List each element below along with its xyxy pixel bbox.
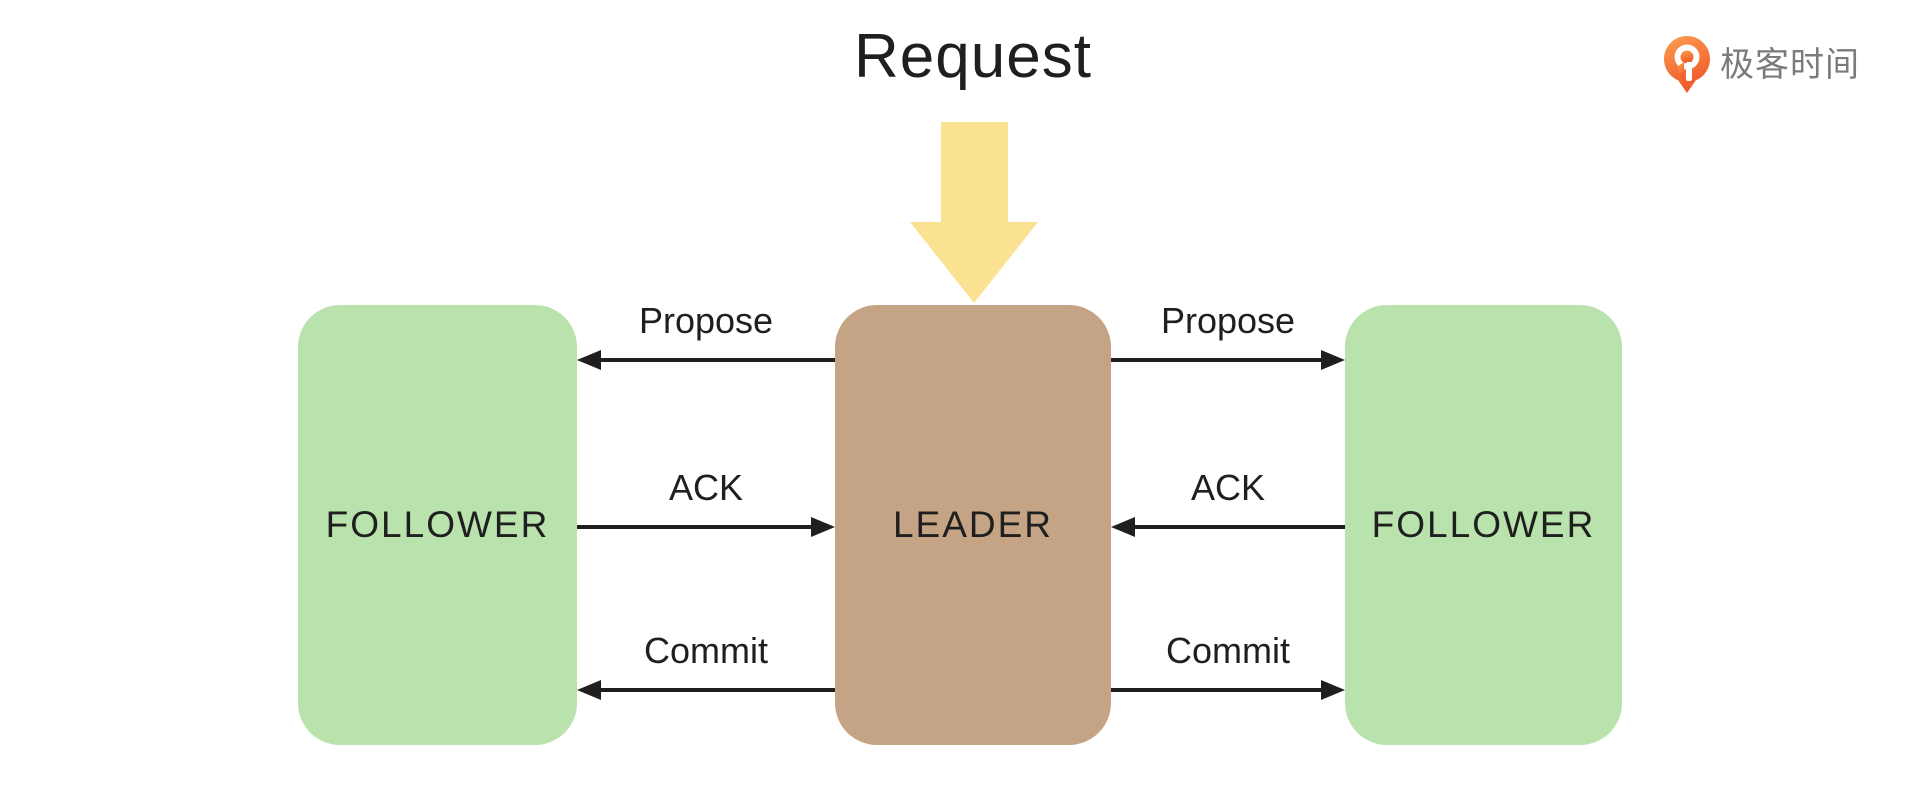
page-title: Request (854, 22, 1092, 91)
node-leader-label: LEADER (892, 504, 1054, 545)
node-follower-left-label: FOLLOWER (325, 504, 550, 545)
arrow-commit-right-label: Commit (1166, 630, 1290, 671)
arrow-ack-left: ACK (577, 465, 835, 545)
arrowhead-left-icon (577, 680, 601, 700)
node-follower-left: FOLLOWER (298, 305, 577, 745)
arrow-commit-left-label: Commit (644, 630, 768, 671)
arrow-commit-left: Commit (577, 628, 835, 708)
arrow-line (597, 688, 835, 692)
arrow-ack-left-label: ACK (668, 467, 744, 508)
arrow-propose-right: Propose (1111, 298, 1345, 378)
arrow-line (1131, 525, 1345, 529)
node-follower-right: FOLLOWER (1345, 305, 1622, 745)
arrow-propose-left-label: Propose (638, 300, 774, 341)
arrow-line (597, 358, 835, 362)
arrowhead-right-icon (1321, 350, 1345, 370)
arrow-ack-right: ACK (1111, 465, 1345, 545)
arrow-propose-left: Propose (577, 298, 835, 378)
arrowhead-right-icon (1321, 680, 1345, 700)
arrow-commit-right: Commit (1111, 628, 1345, 708)
arrowhead-left-icon (577, 350, 601, 370)
brand-logo: 极客时间 (1664, 36, 1860, 94)
arrow-propose-right-label: Propose (1160, 300, 1296, 341)
geektime-logo-icon (1664, 36, 1710, 93)
brand-name: 极客时间 (1720, 46, 1860, 84)
arrowhead-right-icon (811, 517, 835, 537)
arrow-line (1111, 358, 1325, 362)
request-down-arrow-icon (910, 122, 1038, 303)
arrow-ack-right-label: ACK (1190, 467, 1266, 508)
node-leader: LEADER (835, 305, 1111, 745)
arrow-line (1111, 688, 1325, 692)
arrow-line (577, 525, 815, 529)
node-follower-right-label: FOLLOWER (1371, 504, 1596, 545)
arrowhead-left-icon (1111, 517, 1135, 537)
